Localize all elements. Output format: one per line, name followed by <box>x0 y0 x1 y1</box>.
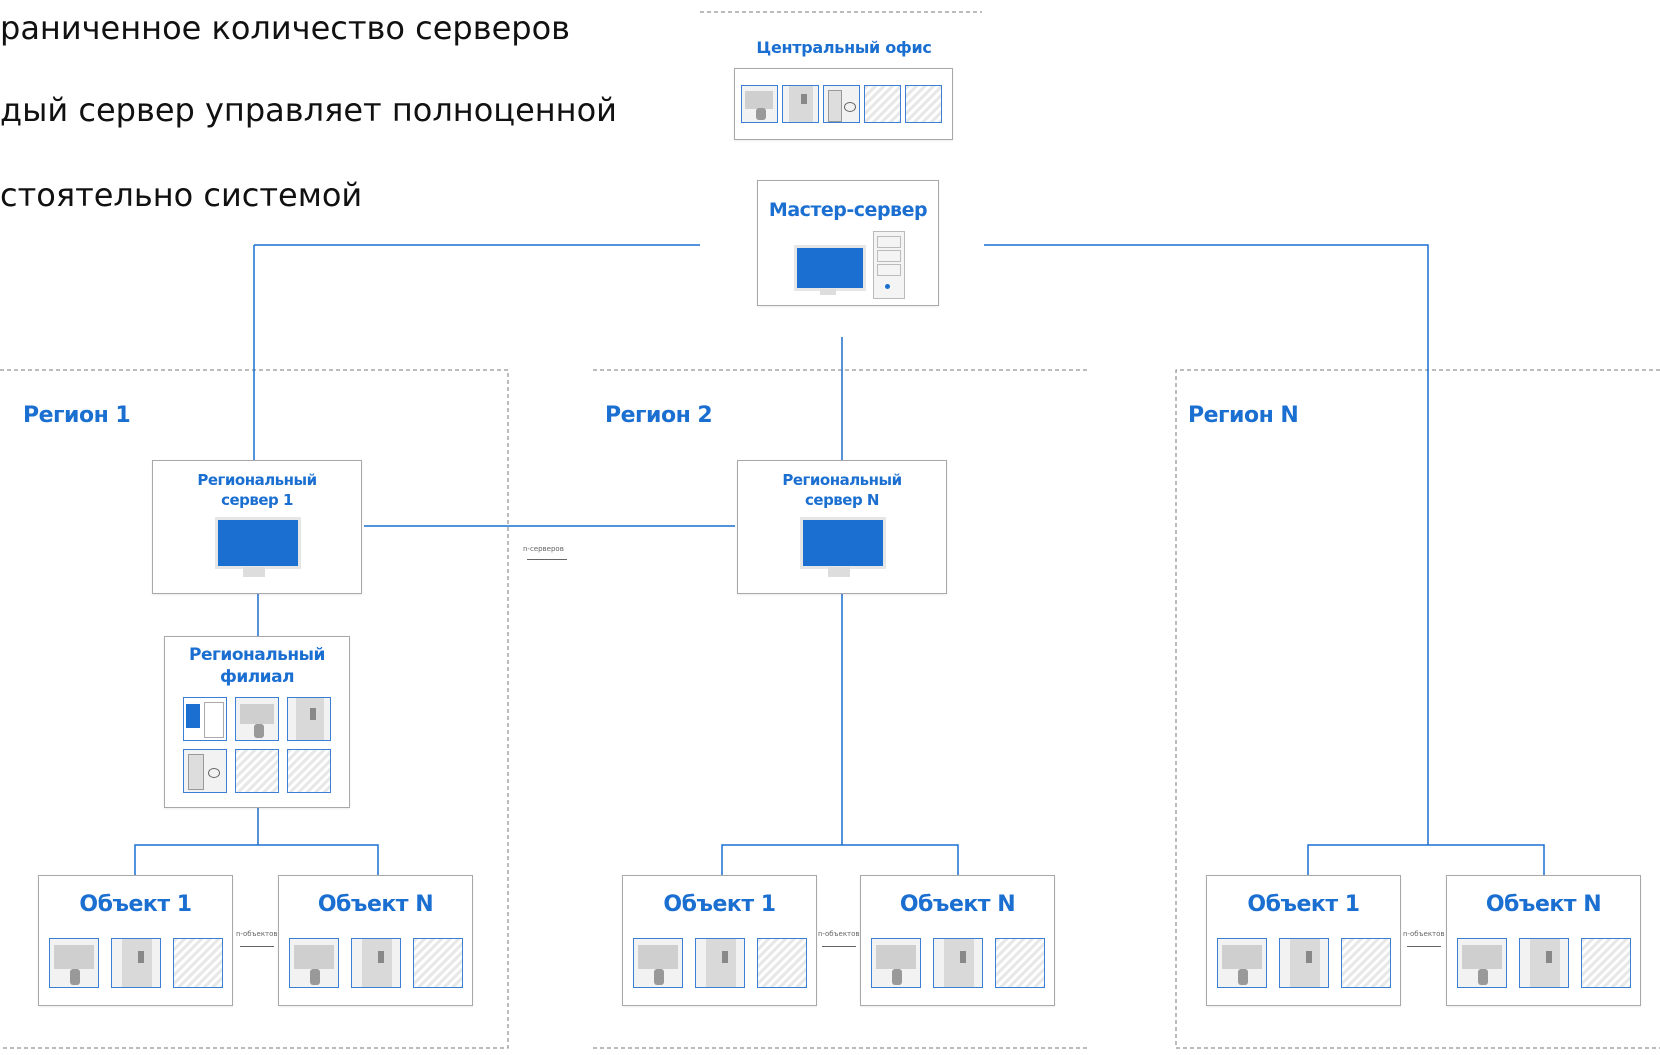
door-hatched-icon <box>757 938 807 988</box>
object-title: Объект N <box>1485 892 1602 917</box>
central-office-box <box>734 68 953 140</box>
regional-server-n-title-line1: Региональный <box>782 471 902 489</box>
door-panel-icon <box>782 85 819 123</box>
region-2-label: Регион 2 <box>605 403 713 428</box>
intro-line-1: раниченное количество серверов <box>0 9 570 47</box>
workstation-icon <box>871 938 921 988</box>
workstation-icon <box>49 938 99 988</box>
door-hatched-icon <box>995 938 1045 988</box>
regional-branch-title-line1: Региональный <box>189 645 325 665</box>
regional-server-1-box: Региональный сервер 1 <box>152 460 362 594</box>
objects-link-label: n-объектов <box>236 930 278 938</box>
door-hatched-icon <box>1581 938 1631 988</box>
door-panel-icon <box>351 938 401 988</box>
workstation-icon <box>235 697 279 741</box>
objects-link-label: n-объектов <box>1403 930 1445 938</box>
master-server-box: Мастер-сервер <box>757 180 939 306</box>
door-hatched-icon <box>1341 938 1391 988</box>
workstation-icon <box>1457 938 1507 988</box>
lock-reader-icon <box>823 85 860 123</box>
server-tower-icon <box>183 697 227 741</box>
object-box: Объект 1 <box>1206 875 1401 1006</box>
door-hatched-icon <box>235 749 279 793</box>
workstation-icon <box>633 938 683 988</box>
object-box: Объект 1 <box>38 875 233 1006</box>
door-panel-icon <box>1279 938 1329 988</box>
regional-server-1-title-line1: Региональный <box>197 471 317 489</box>
monitor-icon <box>215 517 301 569</box>
door-panel-icon <box>695 938 745 988</box>
object-title: Объект 1 <box>79 892 192 917</box>
intro-line-3: стоятельно системой <box>0 176 363 214</box>
object-title: Объект N <box>317 892 434 917</box>
regional-branch-box: Региональный филиал <box>164 636 350 808</box>
object-box: Объект N <box>278 875 473 1006</box>
server-tower-icon <box>873 231 905 299</box>
region-n-label: Регион N <box>1188 403 1299 428</box>
workstation-icon <box>741 85 778 123</box>
regional-server-n-title-line2: сервер N <box>805 491 879 509</box>
door-hatched-icon <box>864 85 901 123</box>
door-hatched-icon <box>413 938 463 988</box>
object-box: Объект 1 <box>622 875 817 1006</box>
regional-branch-title-line2: филиал <box>219 667 295 687</box>
object-title: Объект N <box>899 892 1016 917</box>
door-panel-icon <box>1519 938 1569 988</box>
link-regionN-objects <box>1307 844 1545 875</box>
intro-line-2: дый сервер управляет полноценной <box>0 91 617 129</box>
workstation-icon <box>1217 938 1267 988</box>
door-hatched-icon <box>287 749 331 793</box>
objects-link-label: n-объектов <box>818 930 860 938</box>
master-server-title: Мастер-сервер <box>768 199 928 221</box>
central-office-title: Центральный офис <box>756 38 932 57</box>
monitor-icon <box>794 245 866 291</box>
door-hatched-icon <box>905 85 942 123</box>
door-panel-icon <box>933 938 983 988</box>
regional-server-1-title-line2: сервер 1 <box>221 491 293 509</box>
object-box: Объект N <box>860 875 1055 1006</box>
door-panel-icon <box>287 697 331 741</box>
region-n-frame <box>1175 369 1660 1049</box>
door-panel-icon <box>111 938 161 988</box>
object-title: Объект 1 <box>663 892 776 917</box>
lock-reader-icon <box>183 749 227 793</box>
monitor-icon <box>800 517 886 569</box>
object-box: Объект N <box>1446 875 1641 1006</box>
door-hatched-icon <box>173 938 223 988</box>
link-region1-objects <box>134 844 379 875</box>
object-title: Объект 1 <box>1247 892 1360 917</box>
link-region2-objects <box>721 844 959 875</box>
servers-link-label: n-серверов <box>523 545 564 553</box>
region-1-label: Регион 1 <box>23 403 131 428</box>
regional-server-n-box: Региональный сервер N <box>737 460 947 594</box>
workstation-icon <box>289 938 339 988</box>
link-to-regionN <box>984 244 1429 845</box>
